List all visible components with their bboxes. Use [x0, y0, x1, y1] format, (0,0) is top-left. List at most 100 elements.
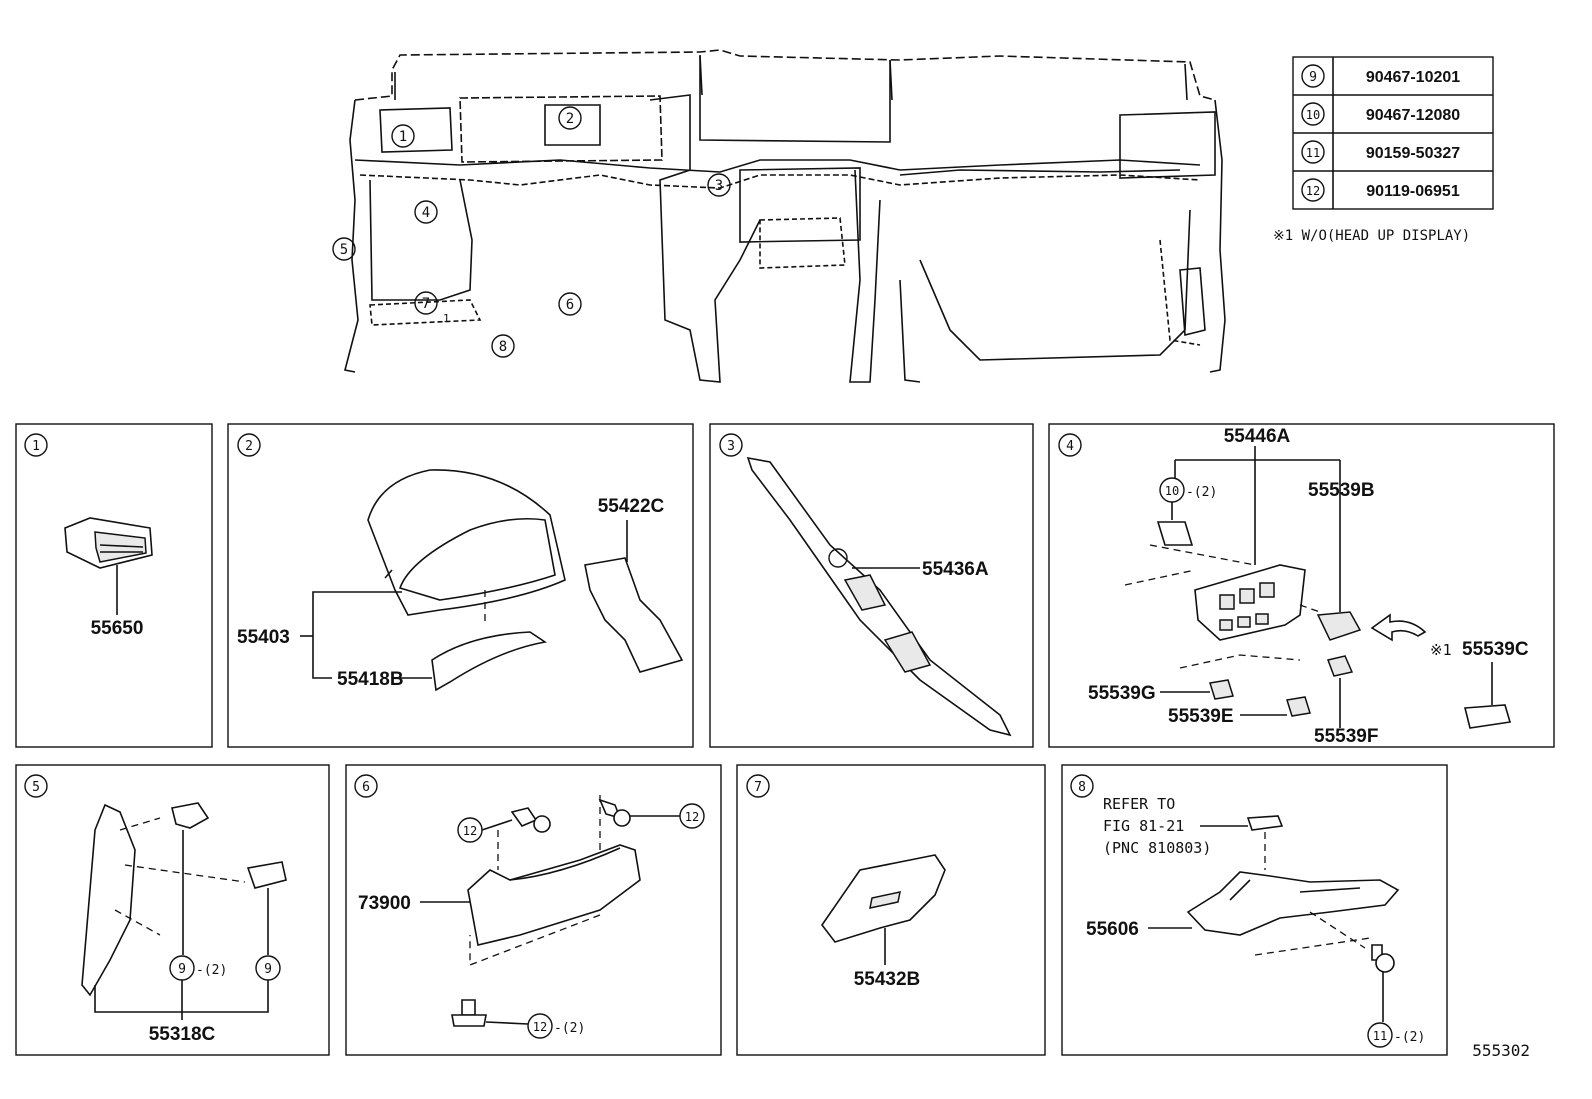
lower-panel-part [467, 844, 641, 946]
switch-panel-part [1194, 564, 1306, 641]
overview-callout-6: 6 [558, 292, 582, 316]
overview-callout-4: 4 [414, 200, 438, 224]
panel-1: 1 55650 [15, 423, 213, 748]
part-55539g: 55539G [1088, 683, 1156, 704]
svg-text:-(2): -(2) [1394, 1030, 1425, 1045]
svg-text:9: 9 [178, 962, 186, 977]
fastener-callout-9b: 9 [255, 955, 281, 981]
side-panel-part [81, 803, 136, 997]
svg-text:2: 2 [245, 439, 253, 454]
screw-b-part [598, 798, 631, 827]
part-73900: 73900 [358, 893, 411, 914]
panel-3: 3 55436A [709, 423, 1034, 748]
svg-text:5: 5 [340, 242, 348, 258]
svg-text:2: 2 [566, 111, 574, 127]
svg-text:11: 11 [1373, 1029, 1387, 1043]
part-55436a: 55436A [922, 559, 989, 580]
overview-callout-5: 5 [332, 237, 356, 261]
svg-text:7: 7 [754, 780, 762, 795]
bracket-55422c-part [584, 557, 684, 673]
part-55539f: 55539F [1314, 726, 1378, 747]
svg-text:9: 9 [1309, 70, 1317, 85]
svg-text:-(2): -(2) [1186, 485, 1217, 500]
part-55539e: 55539E [1168, 706, 1234, 727]
connector-part [1246, 815, 1284, 831]
svg-text:10: 10 [1165, 484, 1179, 498]
clip-b-part [246, 861, 287, 889]
svg-text:5: 5 [32, 780, 40, 795]
overview-callout-1: 1 [391, 124, 415, 148]
switch-55539e-part [1286, 696, 1311, 717]
hud-note: ※1 W/O(HEAD UP DISPLAY) [1273, 228, 1470, 244]
svg-text:-(2): -(2) [196, 963, 227, 978]
fastener-callout-11: 11 -(2) [1367, 1022, 1425, 1048]
panel-6: 6 12 12 73900 [345, 764, 722, 1056]
part-55318c: 55318C [149, 1024, 216, 1045]
part-55418b: 55418B [337, 669, 404, 690]
svg-text:3: 3 [715, 178, 723, 194]
svg-text:4: 4 [1066, 439, 1074, 454]
refer-to-line-1: REFER TO [1103, 795, 1175, 813]
fastener-table: 9 90467-10201 10 90467-12080 11 90159-50… [1292, 56, 1494, 210]
overview-callout-7: 7 1 [414, 291, 450, 325]
svg-text:8: 8 [499, 339, 507, 355]
svg-text:90467-12080: 90467-12080 [1366, 107, 1460, 124]
svg-text:12: 12 [685, 810, 699, 824]
fastener-callout-12b: 12 [679, 803, 705, 829]
switch-55539g-part [1209, 679, 1234, 700]
part-55606: 55606 [1086, 919, 1139, 940]
svg-text:12: 12 [1306, 184, 1320, 198]
svg-text:1: 1 [32, 439, 40, 454]
air-vent-part [64, 517, 153, 569]
svg-text:11: 11 [1306, 146, 1320, 160]
panel-2: 2 55422C 55403 55418B [227, 423, 694, 748]
switch-bezel-part [746, 456, 1012, 737]
svg-text:10: 10 [1306, 108, 1320, 122]
svg-text:-(2): -(2) [554, 1021, 585, 1036]
svg-text:7: 7 [422, 296, 430, 312]
fastener-callout-10: 10 -(2) [1159, 477, 1217, 503]
refer-to-line-3: (PNC 810803) [1103, 839, 1211, 857]
switch-55539f-part [1326, 655, 1354, 677]
arrow-icon [1370, 613, 1427, 642]
panel-7: 7 55432B [736, 764, 1046, 1056]
fastener-row-11: 11 90159-50327 [1301, 140, 1460, 164]
svg-text:4: 4 [422, 205, 430, 221]
panel-8: 8 REFER TO FIG 81-21 (PNC 810803) 55606 … [1061, 764, 1448, 1056]
svg-text:6: 6 [362, 780, 370, 795]
fastener-callout-9a: 9 -(2) [169, 955, 227, 981]
refer-to-line-2: FIG 81-21 [1103, 817, 1184, 835]
part-55446a: 55446A [1224, 426, 1291, 447]
fastener-row-10: 10 90467-12080 [1301, 102, 1460, 126]
svg-text:3: 3 [727, 439, 735, 454]
svg-text:9: 9 [264, 962, 272, 977]
fastener-callout-12a: 12 [457, 817, 483, 843]
screw-d-part [1371, 944, 1395, 973]
svg-text:8: 8 [1078, 780, 1086, 795]
svg-text:12: 12 [533, 1020, 547, 1034]
fastener-row-9: 9 90467-10201 [1301, 64, 1460, 88]
screw-a-part [510, 807, 551, 833]
screw-c-part [451, 999, 487, 1027]
switch-55539b-part [1316, 611, 1362, 641]
instrument-panel-overview: 1 2 3 4 5 6 7 1 8 [332, 49, 1226, 383]
part-55432b: 55432B [854, 969, 921, 990]
svg-text:1: 1 [399, 129, 407, 145]
overview-callout-3: 3 [707, 173, 731, 197]
w-o-hud-mark: ※1 [1430, 641, 1452, 659]
svg-text:90119-06951: 90119-06951 [1366, 183, 1460, 200]
panel-4: 4 55446A 10 -(2) 55539B [1048, 423, 1555, 748]
overview-callout-2: 2 [558, 106, 582, 130]
figure-id: 555302 [1472, 1041, 1530, 1060]
panel-5: 5 9 -(2) 9 55318C [15, 764, 330, 1056]
svg-text:12: 12 [463, 824, 477, 838]
svg-text:90159-50327: 90159-50327 [1366, 145, 1460, 162]
part-55539c: 55539C [1462, 639, 1529, 660]
part-55539b: 55539B [1308, 480, 1375, 501]
meter-hood-part [367, 469, 566, 616]
svg-text:6: 6 [566, 297, 574, 313]
part-55403: 55403 [237, 627, 290, 648]
part-55422c: 55422C [598, 496, 665, 517]
overview-callout-8: 8 [491, 334, 515, 358]
